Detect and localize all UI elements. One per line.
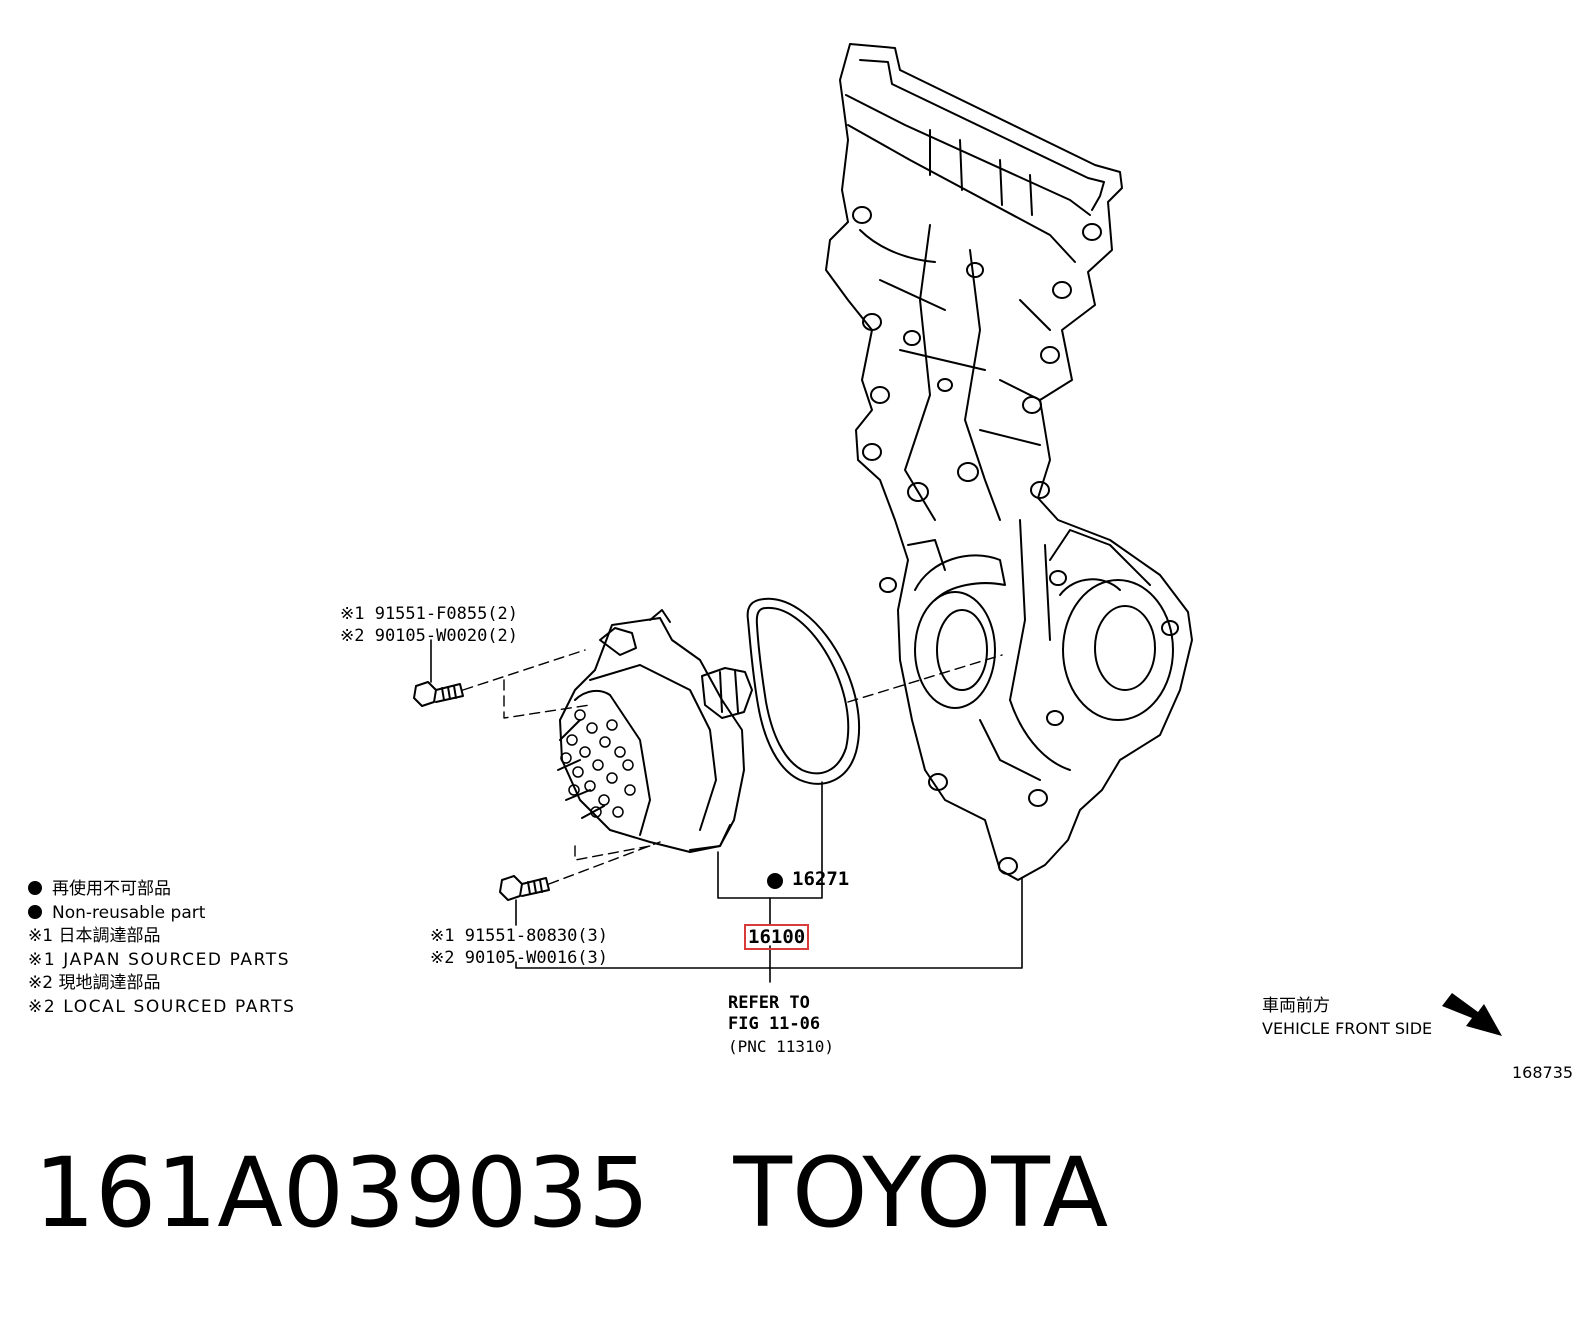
refer-text-1: REFER TO <box>728 993 810 1013</box>
upper-bolt-callout-2: ※2 90105-W0020(2) <box>340 626 519 646</box>
lower-bolt-illustration <box>499 875 550 901</box>
footer-brand: TOYOTA <box>733 1137 1109 1249</box>
lower-bolt-callout-2: ※2 90105-W0016(3) <box>430 948 609 968</box>
legend-note1-en: ※1 JAPAN SOURCED PARTS <box>28 949 291 970</box>
refer-text-2: FIG 11-06 <box>728 1014 821 1034</box>
gasket-illustration <box>746 597 861 785</box>
legend: 再使用不可部品 Non-reusable part ※1 日本調達部品 ※1 J… <box>28 878 296 1019</box>
water-pump-part-number[interactable]: 16100 <box>744 924 810 950</box>
gasket-part-number: 16271 <box>792 868 850 890</box>
non-reusable-dot-icon <box>767 873 783 889</box>
vehicle-front-arrow-icon <box>1442 993 1502 1036</box>
legend-non-reusable-en: Non-reusable part <box>28 902 296 926</box>
water-pump-part-number-box[interactable]: 16100 <box>744 924 810 950</box>
legend-non-reusable-jp: 再使用不可部品 <box>28 878 296 902</box>
footer-title: 161A039035 TOYOTA <box>34 1138 1108 1248</box>
bullet-dot-icon <box>28 881 42 895</box>
legend-note1-jp: ※1 日本調達部品 <box>28 926 161 946</box>
timing-cover-illustration <box>825 43 1193 881</box>
upper-bolt-callout-1: ※1 91551-F0855(2) <box>340 604 519 624</box>
legend-note2-jp: ※2 現地調達部品 <box>28 973 161 993</box>
legend-note2-en: ※2 LOCAL SOURCED PARTS <box>28 996 296 1017</box>
vehicle-front-en: VEHICLE FRONT SIDE <box>1262 1019 1433 1038</box>
leader-lines <box>430 639 1023 983</box>
footer-part-number: 161A039035 <box>34 1137 650 1249</box>
upper-bolt-illustration <box>413 681 464 707</box>
bullet-dot-icon <box>28 904 42 919</box>
lower-bolt-callout-1: ※1 91551-80830(3) <box>430 926 609 946</box>
dashed-alignment-lines <box>462 649 1003 885</box>
illustration-number: 168735 <box>1512 1063 1574 1082</box>
refer-text-3: (PNC 11310) <box>728 1037 834 1056</box>
water-pump-illustration <box>557 609 753 853</box>
vehicle-front-jp: 車両前方 <box>1262 996 1330 1016</box>
